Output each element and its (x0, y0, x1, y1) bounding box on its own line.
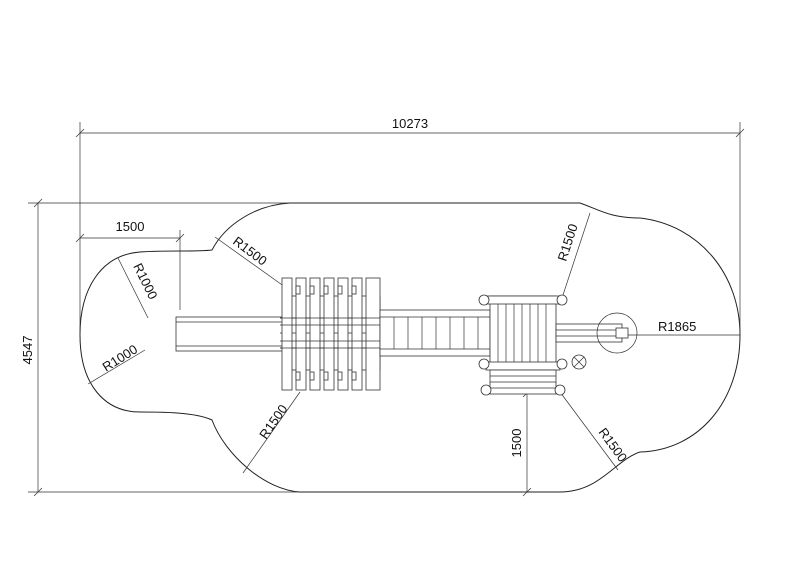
side-tube (555, 312, 638, 354)
dimension-right-offset: 1500 (509, 388, 532, 497)
radius-right-end: R1865 (620, 319, 740, 336)
radius-bottom-left-lobe-label: R1000 (100, 342, 140, 375)
radius-right-end-label: R1865 (658, 319, 696, 334)
radius-bottom-left-bulge-label: R1500 (256, 402, 290, 442)
step-platform (480, 369, 566, 396)
overall-length-label: 10273 (392, 116, 428, 131)
dimension-left-offset: 1500 (75, 219, 185, 310)
radius-top-left-bulge-label: R1500 (230, 233, 270, 268)
radius-top-left-lobe-label: R1000 (130, 261, 160, 302)
radius-bottom-right-bulge-label: R1500 (596, 425, 631, 465)
radius-bottom-left-lobe: R1000 (87, 342, 146, 385)
steering-wheel-icon (571, 354, 587, 370)
right-offset-label: 1500 (509, 429, 524, 458)
overall-width-label: 4547 (20, 336, 35, 365)
radius-top-right-bulge: R1500 (555, 212, 591, 299)
radius-top-left-bulge: R1500 (214, 233, 293, 293)
left-tower (280, 277, 384, 391)
radius-bottom-right-bulge: R1500 (559, 391, 631, 471)
left-offset-label: 1500 (116, 219, 145, 234)
radius-top-right-bulge-label: R1500 (555, 222, 581, 263)
bridge (379, 309, 491, 357)
radius-top-left-lobe: R1000 (117, 257, 161, 319)
dimension-overall-width: 4547 (20, 198, 300, 497)
slide (175, 316, 285, 352)
safety-zone-outline (79, 202, 741, 493)
radius-bottom-left-bulge: R1500 (242, 391, 301, 474)
right-tower (478, 294, 568, 371)
dimension-overall-length: 10273 (75, 116, 745, 335)
